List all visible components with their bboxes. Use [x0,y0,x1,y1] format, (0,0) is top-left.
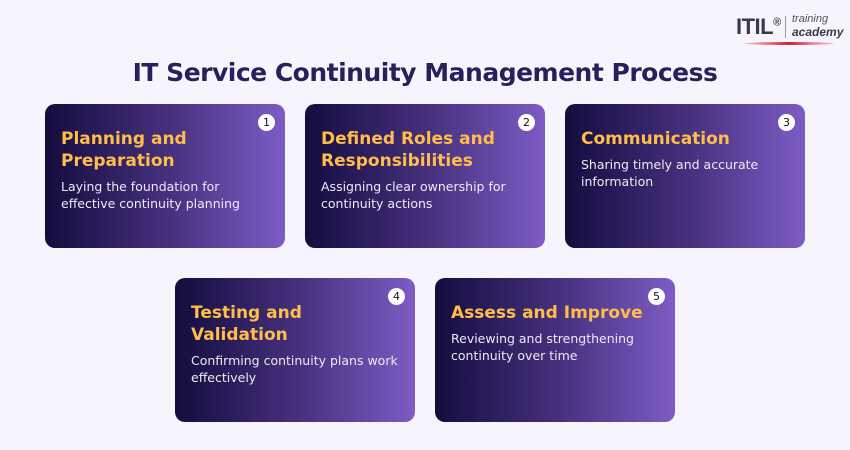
logo-divider [785,16,786,38]
step-number-badge: 2 [518,114,535,131]
process-card-1: 1 Planning and Preparation Laying the fo… [45,104,285,248]
step-number-badge: 4 [388,288,405,305]
step-number-badge: 3 [778,114,795,131]
logo-brand: ITIL® [736,14,781,40]
process-card-2: 2 Defined Roles and Responsibilities Ass… [305,104,545,248]
process-card-4: 4 Testing and Validation Confirming cont… [175,278,415,422]
logo-line2: academy [792,25,844,39]
card-title: Defined Roles and Responsibilities [321,129,495,171]
itil-training-academy-logo: ITIL® training academy [736,12,844,46]
process-card-5: 5 Assess and Improve Reviewing and stren… [435,278,675,422]
card-title: Planning and Preparation [61,129,187,171]
step-number-badge: 1 [258,114,275,131]
card-title: Testing and Validation [191,303,302,345]
process-card-3: 3 Communication Sharing timely and accur… [565,104,805,248]
card-description: Sharing timely and accurate information [581,157,759,189]
card-description: Confirming continuity plans work effecti… [191,353,398,385]
page-title: IT Service Continuity Management Process [132,58,718,87]
logo-swoosh [744,42,834,45]
logo-registered-mark: ® [773,16,781,29]
card-title: Assess and Improve [451,303,643,323]
card-description: Assigning clear ownership for continuity… [321,179,506,211]
card-description: Reviewing and strengthening continuity o… [451,331,634,363]
logo-brand-text: ITIL [736,14,774,39]
logo-line1: training [792,13,829,25]
step-number-badge: 5 [648,288,665,305]
card-title: Communication [581,129,730,149]
card-description: Laying the foundation for effective cont… [61,179,240,211]
